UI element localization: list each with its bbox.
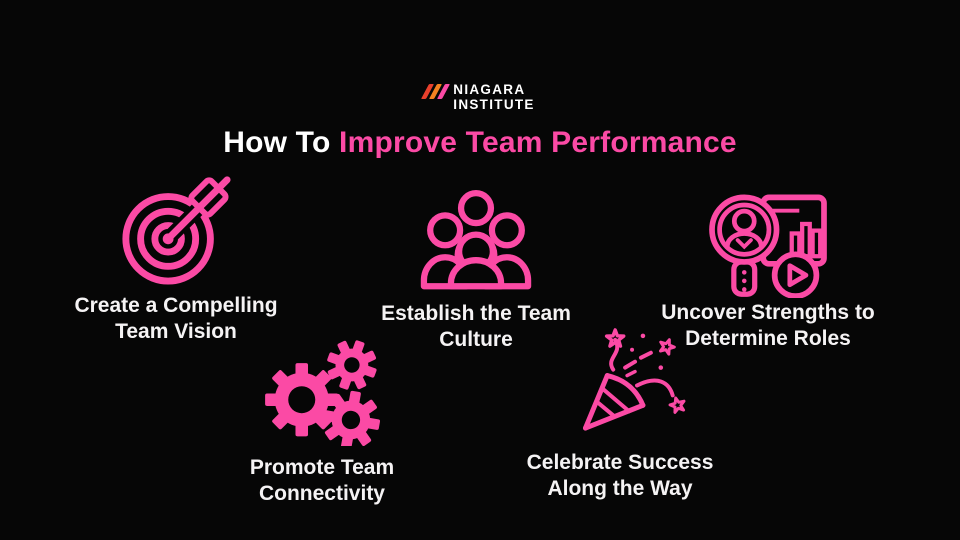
party-popper-icon [577, 324, 697, 438]
niagara-institute-logo: NIAGARA INSTITUTE [0, 82, 960, 112]
item-label: Promote Team Connectivity [250, 455, 394, 508]
page-title: How To Improve Team Performance [0, 126, 960, 160]
people-group-icon [418, 184, 534, 292]
item-label-line: Celebrate Success [526, 451, 714, 474]
item-label-line: Uncover Strengths to [661, 301, 875, 324]
item-label-line: Along the Way [547, 477, 693, 501]
gears-icon [265, 340, 381, 446]
item-label: Create a Compelling Team Vision [74, 293, 277, 346]
gears-icon [260, 338, 384, 446]
party-popper-icon [582, 328, 686, 431]
logo-text-line2: INSTITUTE [453, 96, 535, 112]
item-label: Establish the Team Culture [381, 301, 571, 354]
title-prefix: How To [223, 126, 331, 159]
people-group-icon [420, 190, 532, 290]
talent-search-icon [709, 194, 827, 298]
item-label-line: Connectivity [258, 482, 385, 506]
item-label-line: Create a Compelling [74, 294, 278, 317]
logo-text-line1: NIAGARA [453, 82, 526, 97]
item-team-connectivity: Promote Team Connectivity [172, 338, 472, 508]
item-label-line: Team Vision [115, 320, 237, 344]
item-label-line: Establish the Team [381, 302, 571, 325]
item-label: Uncover Strengths to Determine Roles [661, 300, 875, 353]
logo-wordmark: NIAGARA INSTITUTE [453, 82, 535, 112]
target-dart-icon [122, 176, 231, 285]
item-label: Celebrate Success Along the Way [527, 450, 714, 503]
item-team-culture: Establish the Team Culture [326, 184, 626, 354]
item-team-vision: Create a Compelling Team Vision [26, 170, 326, 346]
item-uncover-strengths: Uncover Strengths to Determine Roles [618, 186, 918, 353]
item-label-line: Culture [439, 328, 513, 352]
target-dart-icon [116, 170, 236, 286]
title-highlight: Improve Team Performance [339, 126, 737, 159]
item-celebrate-success: Celebrate Success Along the Way [470, 324, 770, 503]
item-label-line: Determine Roles [685, 327, 851, 351]
item-label-line: Promote Team [249, 456, 395, 479]
talent-search-icon [706, 186, 830, 298]
logo-slashes-icon [421, 84, 451, 99]
